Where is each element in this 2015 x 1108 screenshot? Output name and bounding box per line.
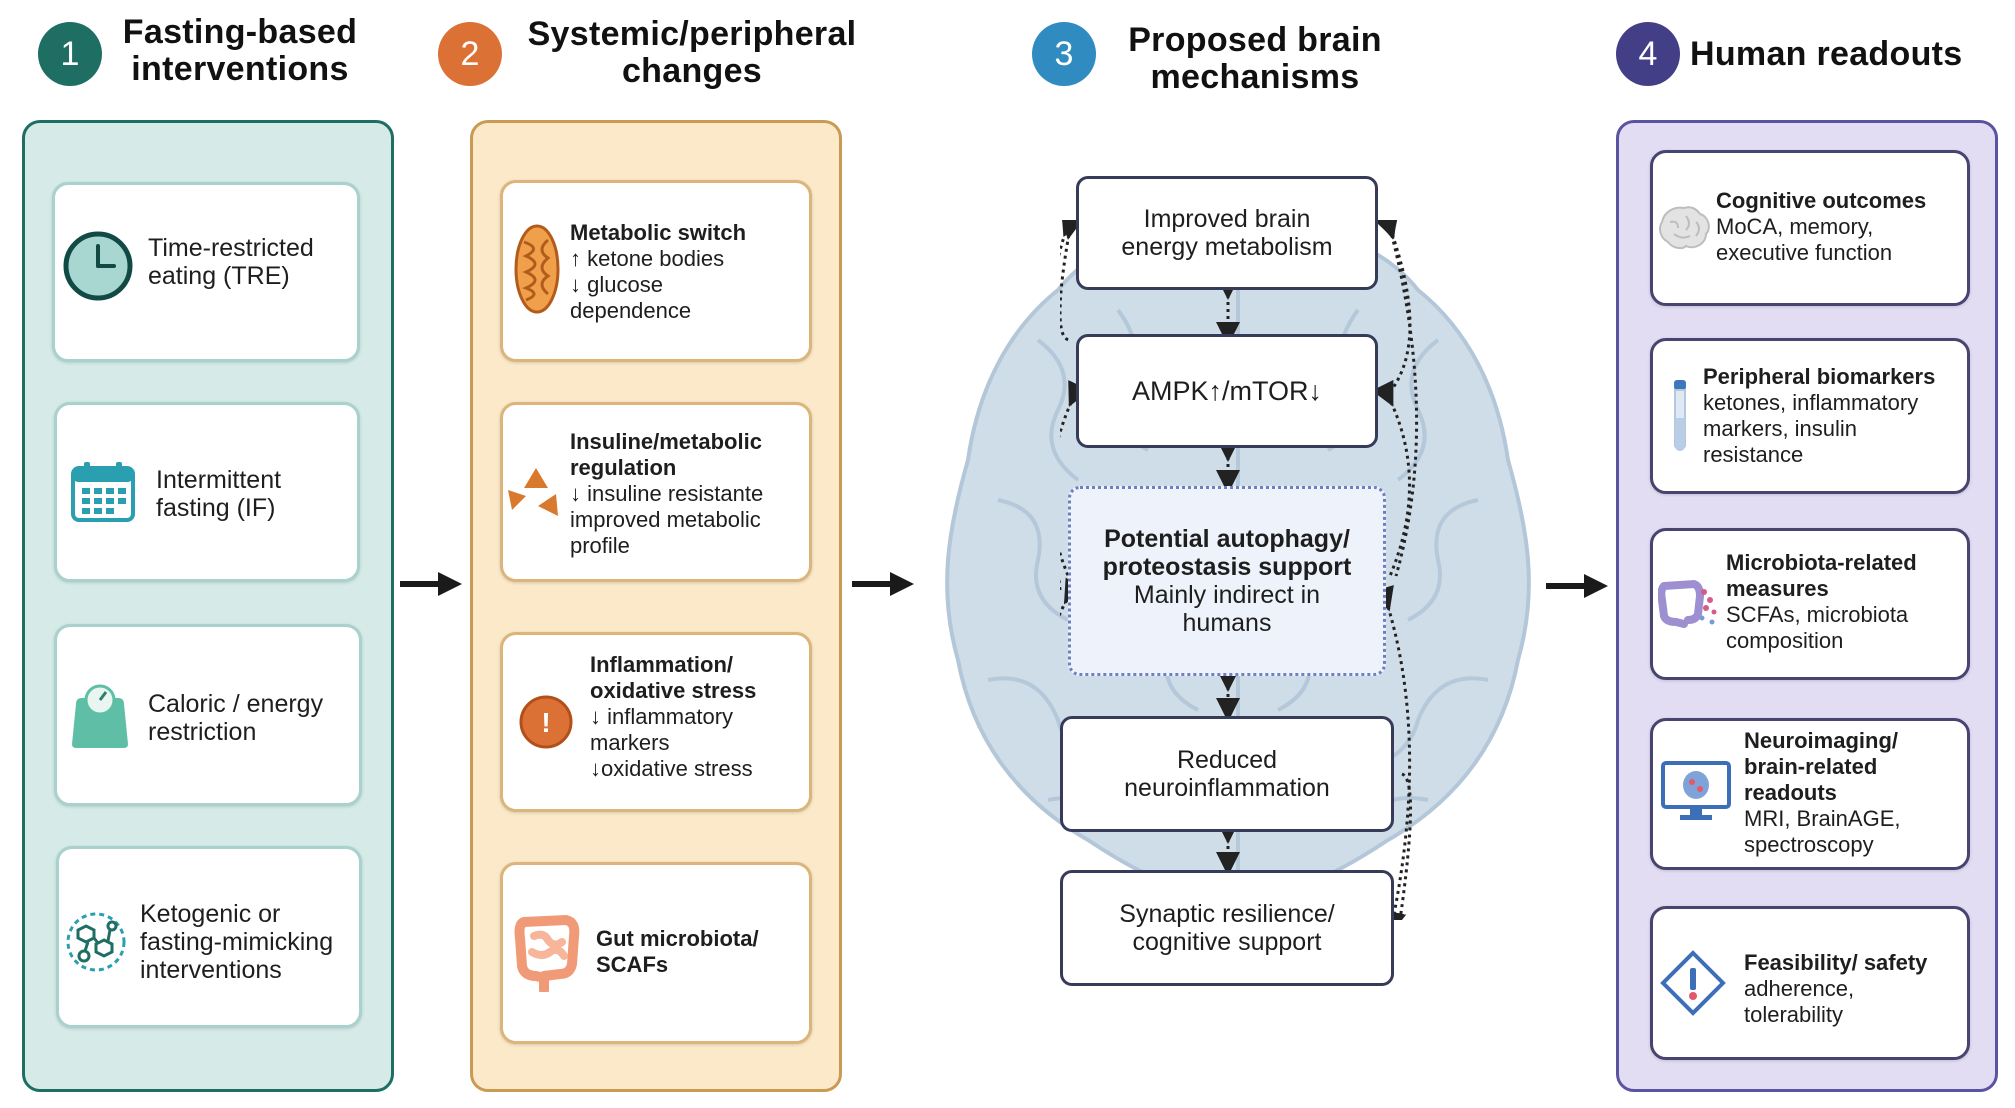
card-microbiota bbox=[1650, 528, 1970, 680]
step-2-badge: 2 bbox=[438, 22, 502, 86]
mech-ampk-mtor: AMPK↑/mTOR↓ bbox=[1076, 334, 1378, 448]
step-4-title: Human readouts bbox=[1690, 35, 1963, 73]
triangles-icon bbox=[508, 468, 558, 516]
flow-arrow-2 bbox=[852, 572, 914, 596]
flow-arrow-1 bbox=[400, 572, 462, 596]
scale-icon bbox=[72, 684, 128, 748]
flow-arrow-3 bbox=[1546, 574, 1608, 598]
alert-icon: ! bbox=[519, 695, 573, 749]
calendar-icon bbox=[71, 462, 135, 522]
test-tube-icon bbox=[1674, 380, 1686, 451]
card-neuroimaging bbox=[1650, 718, 1970, 870]
molecule-icon bbox=[66, 912, 126, 972]
step-4-badge: 4 bbox=[1616, 22, 1680, 86]
intestine-icon bbox=[514, 914, 580, 992]
card-gut-microbiota-text: Gut microbiota/SCAFs bbox=[596, 926, 759, 977]
mech-synaptic: Synaptic resilience/cognitive support bbox=[1060, 870, 1394, 986]
clock-icon bbox=[63, 231, 133, 301]
card-if bbox=[54, 402, 360, 582]
card-gut-microbiota bbox=[500, 862, 812, 1044]
microbiota-icon bbox=[1658, 579, 1717, 628]
mechanism-connectors bbox=[1060, 220, 1419, 920]
card-insulin-regulation bbox=[500, 402, 812, 582]
card-peripheral-biomarkers-text: Peripheral biomarkers ketones, inflammat… bbox=[1703, 364, 1936, 467]
mech-autophagy: Potential autophagy/proteostasis support… bbox=[1068, 486, 1386, 676]
card-cognitive-text: Cognitive outcomes MoCA, memory,executiv… bbox=[1716, 188, 1927, 265]
mitochondria-icon bbox=[514, 224, 560, 314]
brain-icon bbox=[1659, 206, 1710, 250]
step-3-badge: 3 bbox=[1032, 22, 1096, 86]
svg-text:!: ! bbox=[541, 707, 550, 738]
warning-diamond-icon bbox=[1660, 950, 1726, 1016]
card-ketogenic bbox=[56, 846, 362, 1028]
card-feasibility-text: Feasibility/ safety adherence,tolerabili… bbox=[1744, 950, 1928, 1027]
step-1-badge: 1 bbox=[38, 22, 102, 86]
card-metabolic-switch-text: Metabolic switch ↑ ketone bodies↓ glucos… bbox=[570, 220, 747, 323]
card-peripheral-biomarkers bbox=[1650, 338, 1970, 494]
monitor-brain-icon bbox=[1661, 761, 1731, 820]
card-inflammation-text: Inflammation/oxidative stress ↓ inflamma… bbox=[590, 652, 757, 781]
